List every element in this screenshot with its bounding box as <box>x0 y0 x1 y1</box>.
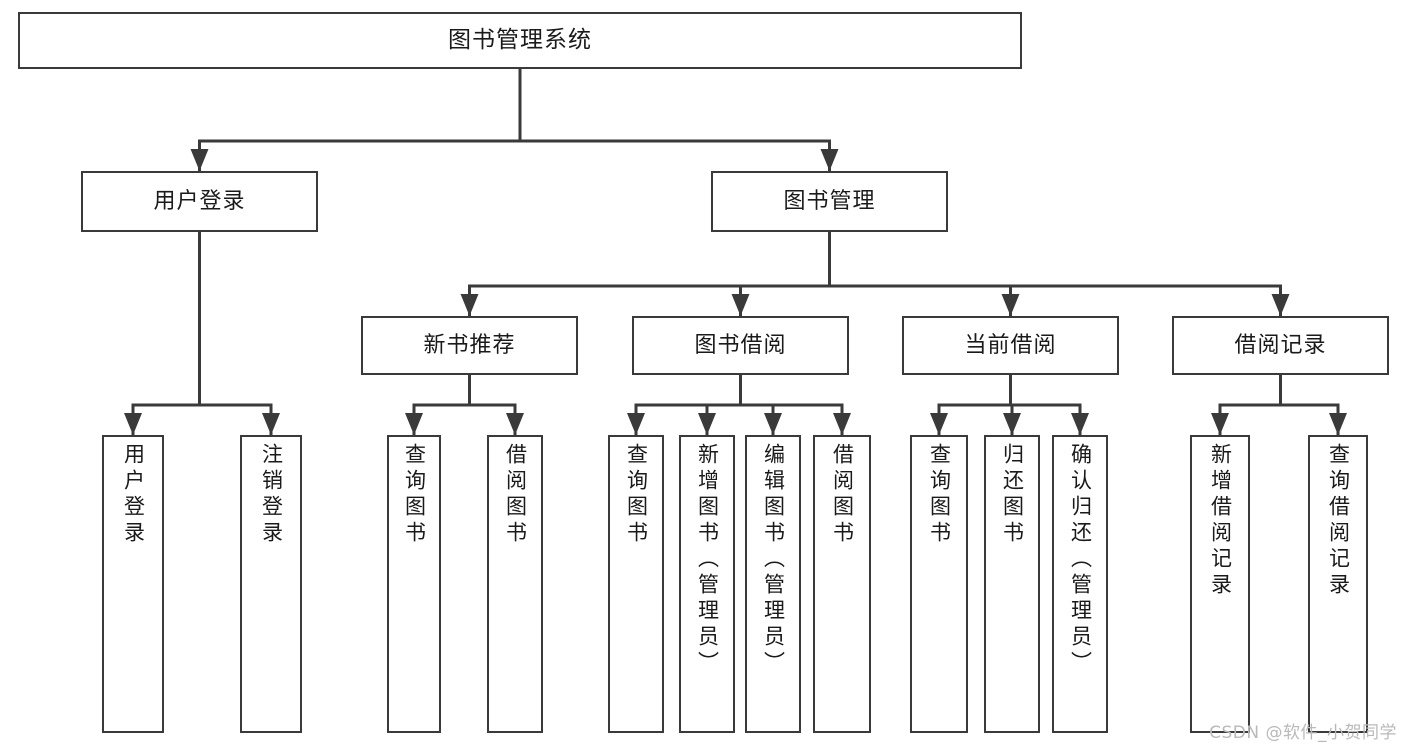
node-label-l_addrec: 新增借阅记录 <box>1208 443 1233 599</box>
node-l_add[interactable]: 新增图书（管理员） <box>679 435 735 733</box>
node-label-l_queryrec: 查询借阅记录 <box>1326 443 1351 599</box>
node-label-root: 图书管理系统 <box>448 26 592 53</box>
node-label-l_borrow2: 借阅图书 <box>830 443 855 547</box>
node-l_login[interactable]: 用户登录 <box>102 435 164 733</box>
node-label-l_return: 归还图书 <box>1000 443 1025 547</box>
node-borrow[interactable]: 图书借阅 <box>632 316 849 375</box>
node-newbook[interactable]: 新书推荐 <box>361 316 578 375</box>
node-records[interactable]: 借阅记录 <box>1172 316 1389 375</box>
node-l_addrec[interactable]: 新增借阅记录 <box>1190 435 1250 733</box>
node-label-l_borrow1: 借阅图书 <box>503 443 528 547</box>
node-l_return[interactable]: 归还图书 <box>984 435 1040 733</box>
node-l_query3[interactable]: 查询图书 <box>910 435 968 733</box>
node-label-l_query3: 查询图书 <box>927 443 952 547</box>
node-label-l_edit: 编辑图书（管理员） <box>761 443 786 677</box>
node-label-bookmgmt: 图书管理 <box>783 188 876 214</box>
node-l_query2[interactable]: 查询图书 <box>608 435 664 733</box>
node-l_borrow2[interactable]: 借阅图书 <box>813 435 871 733</box>
node-l_borrow1[interactable]: 借阅图书 <box>487 435 543 733</box>
node-root[interactable]: 图书管理系统 <box>18 12 1022 69</box>
node-label-l_query1: 查询图书 <box>402 443 427 547</box>
csdn-watermark: CSDN @软件_小贺同学 <box>1209 723 1397 743</box>
node-label-l_confirm: 确认归还（管理员） <box>1068 443 1093 677</box>
node-l_query1[interactable]: 查询图书 <box>387 435 441 733</box>
node-label-l_add: 新增图书（管理员） <box>695 443 720 677</box>
node-current[interactable]: 当前借阅 <box>902 316 1119 375</box>
node-label-records: 借阅记录 <box>1234 332 1327 358</box>
node-l_edit[interactable]: 编辑图书（管理员） <box>745 435 801 733</box>
node-label-login: 用户登录 <box>153 188 246 214</box>
node-label-current: 当前借阅 <box>964 332 1057 358</box>
node-label-l_query2: 查询图书 <box>624 443 649 547</box>
node-l_confirm[interactable]: 确认归还（管理员） <box>1052 435 1108 733</box>
node-label-newbook: 新书推荐 <box>423 332 516 358</box>
node-l_queryrec[interactable]: 查询借阅记录 <box>1308 435 1368 733</box>
node-bookmgmt[interactable]: 图书管理 <box>711 171 948 232</box>
node-login[interactable]: 用户登录 <box>81 171 318 232</box>
node-label-borrow: 图书借阅 <box>694 332 787 358</box>
node-label-l_login: 用户登录 <box>121 443 146 547</box>
node-label-l_logout: 注销登录 <box>259 443 284 547</box>
node-l_logout[interactable]: 注销登录 <box>240 435 302 733</box>
